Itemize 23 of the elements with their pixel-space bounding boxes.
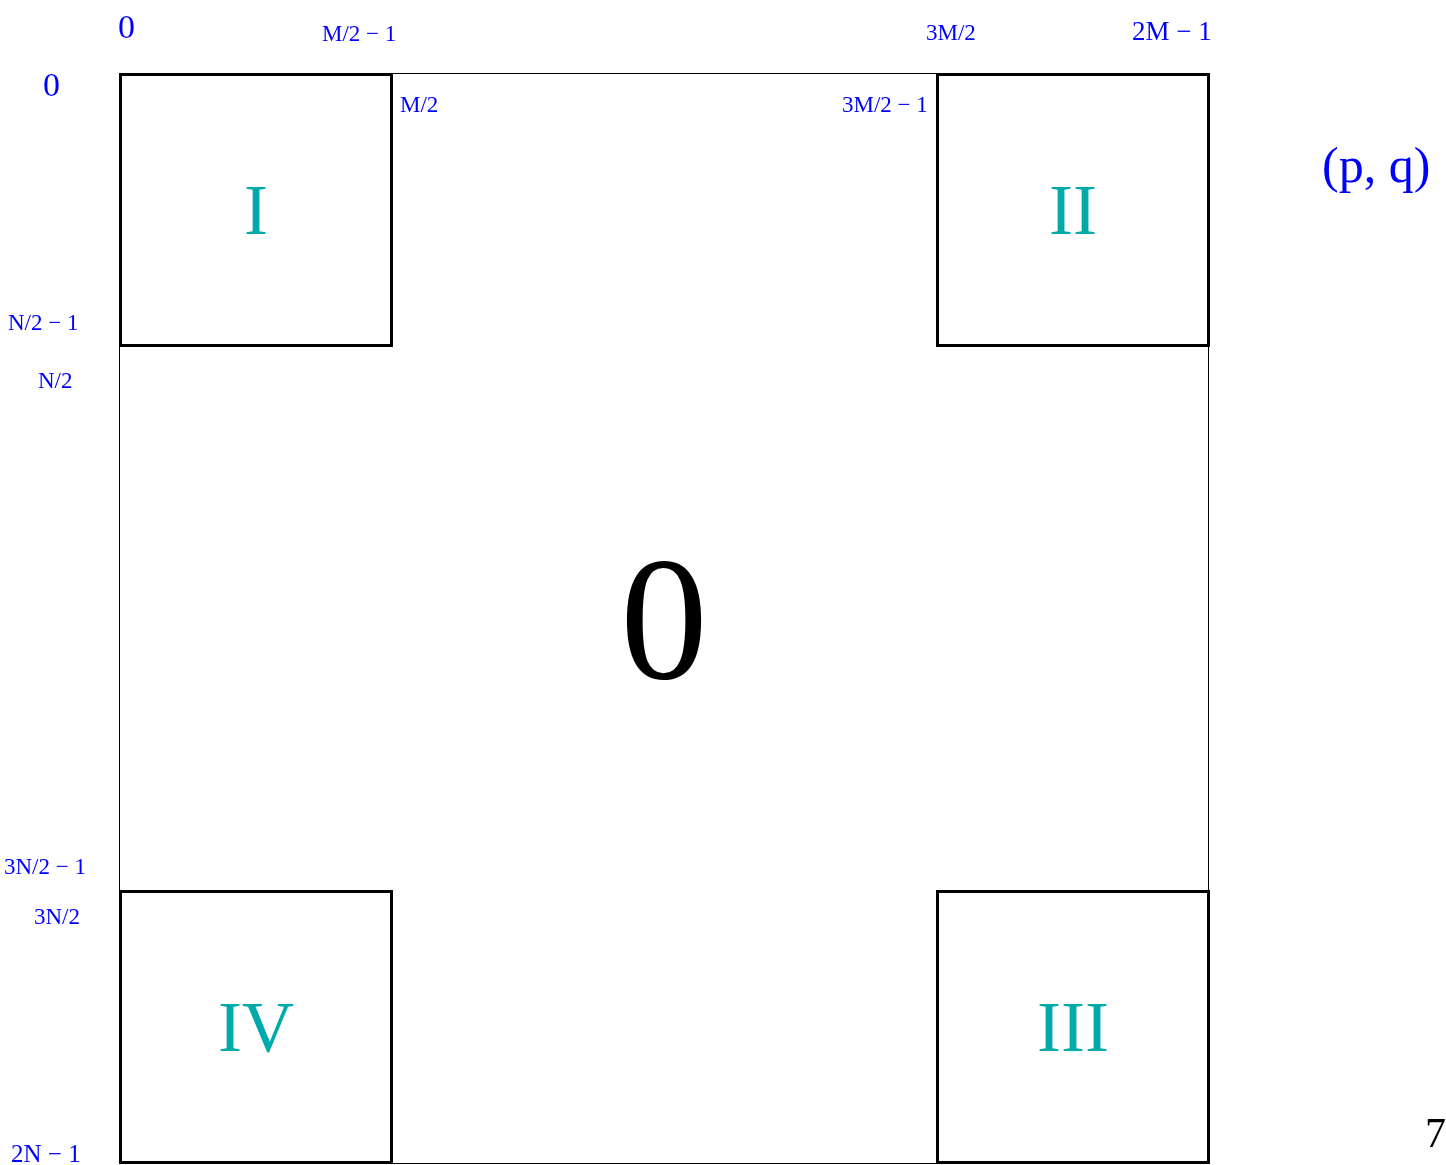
region-box [119, 73, 1209, 1164]
coordinate-label: 2N − 1 [11, 1141, 81, 1165]
coordinate-label: 0 [118, 10, 135, 44]
quadrant-box [936, 73, 1210, 347]
quadrant-box [119, 890, 393, 1164]
quadrant-label: IV [218, 991, 294, 1063]
coordinate-label: 3N/2 − 1 [4, 855, 86, 878]
quadrant-label: I [244, 174, 268, 246]
quadrant-label: III [1037, 991, 1109, 1063]
coordinate-label: 3N/2 [34, 905, 80, 928]
coordinate-label: 3M/2 [926, 21, 976, 44]
coordinate-label: N/2 − 1 [8, 311, 79, 334]
coordinate-label: 3M/2 − 1 [842, 93, 928, 116]
coordinate-label: M/2 [400, 93, 439, 116]
coordinate-label: 2M − 1 [1132, 18, 1212, 45]
quadrant-label: II [1049, 174, 1097, 246]
coordinate-label: M/2 − 1 [322, 22, 397, 45]
coordinate-label: 7 [1425, 1112, 1446, 1154]
coordinate-label: N/2 [38, 369, 73, 392]
region-label: 0 [620, 531, 708, 706]
coordinate-label: 0 [43, 68, 60, 102]
quadrant-box [119, 73, 393, 347]
quadrant-box [936, 890, 1210, 1164]
